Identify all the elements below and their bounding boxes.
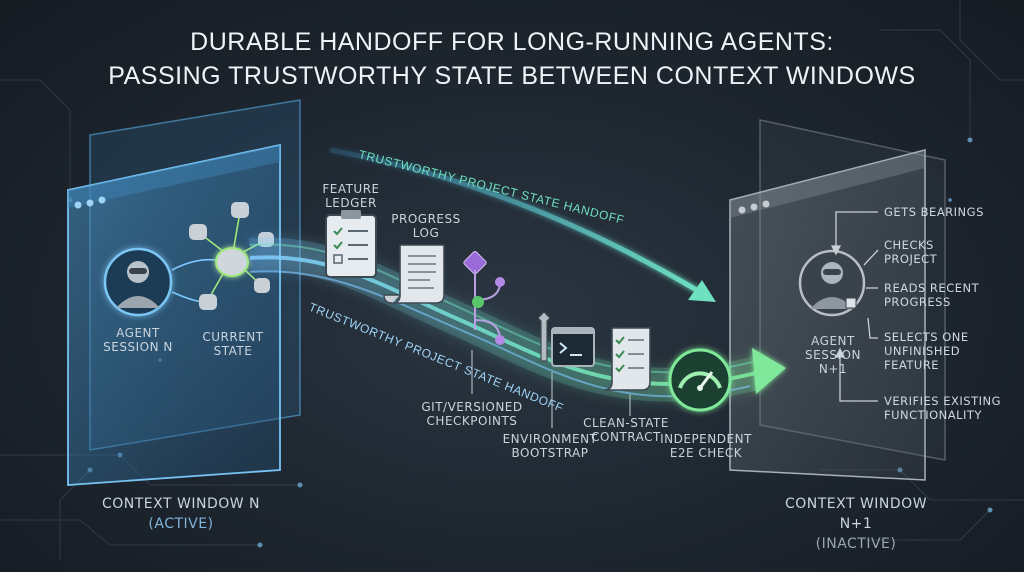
page-title-line-1: DURABLE HANDOFF FOR LONG-RUNNING AGENTS:: [190, 28, 834, 56]
page-title-line-2: PASSING TRUSTWORTHY STATE BETWEEN CONTEX…: [108, 62, 916, 90]
gauge-icon: [668, 348, 732, 412]
clipboard-checklist-icon: [325, 210, 377, 278]
upper-handoff-arrow: [329, 147, 716, 302]
window-dot-icon: [98, 196, 106, 204]
context-window-n1-caption: CONTEXT WINDOW N+1(INACTIVE): [784, 496, 928, 552]
wrench-icon: [537, 311, 551, 362]
window-dot-icon: [750, 203, 758, 211]
step-gets-bearings: GETS BEARINGS: [884, 205, 984, 219]
agent-avatar-icon: [103, 247, 173, 317]
window-dot-icon: [74, 201, 82, 209]
context-window-n-caption: CONTEXT WINDOW N(ACTIVE): [101, 496, 261, 532]
window-dot-icon: [86, 199, 94, 207]
git-branch-icon: [463, 251, 505, 345]
left-context-window: [67, 99, 301, 486]
agent-avatar-inactive-icon: [798, 249, 866, 317]
terminal-icon: [551, 327, 595, 367]
checklist-scroll-icon: [603, 327, 651, 391]
artifact-callout-lines: [471, 350, 631, 428]
database-nodes: [189, 202, 274, 310]
step-connectors: [830, 211, 879, 402]
window-dot-icon: [738, 206, 746, 214]
window-dot-icon: [762, 200, 770, 208]
scroll-icon: [383, 244, 445, 304]
